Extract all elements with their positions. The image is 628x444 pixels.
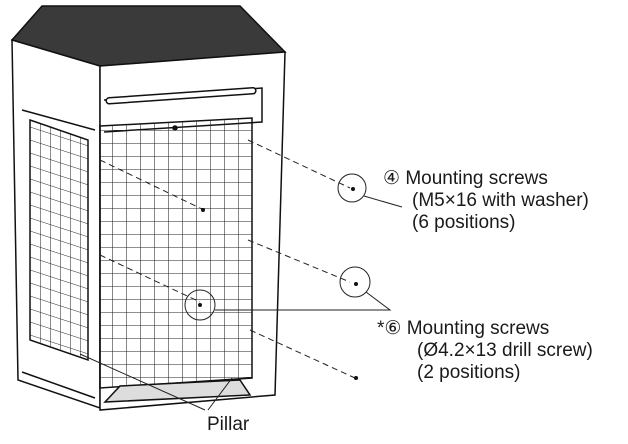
callout-marker: ④	[383, 168, 401, 189]
callout-spec: (M5×16 with washer)	[412, 190, 589, 211]
callout-mounting-screws-4: ④ Mounting screws (M5×16 with washer) (6…	[383, 168, 589, 234]
callout-count: (6 positions)	[412, 212, 516, 233]
screw-dots	[198, 187, 358, 380]
unit-front	[99, 51, 286, 411]
screw-leaders	[79, 139, 403, 411]
callout-title: Mounting screws	[406, 318, 550, 339]
callout-title: Mounting screws	[405, 168, 548, 189]
pillar-label: Pillar	[207, 414, 250, 435]
callout-mounting-screws-6: *⑥ Mounting screws (Ø4.2×13 drill screw)…	[377, 318, 593, 384]
callout-marker: *⑥	[377, 318, 402, 339]
callout-spec: (Ø4.2×13 drill screw)	[417, 340, 593, 361]
unit-left-side	[11, 38, 101, 410]
callout-count: (2 positions)	[417, 362, 521, 383]
